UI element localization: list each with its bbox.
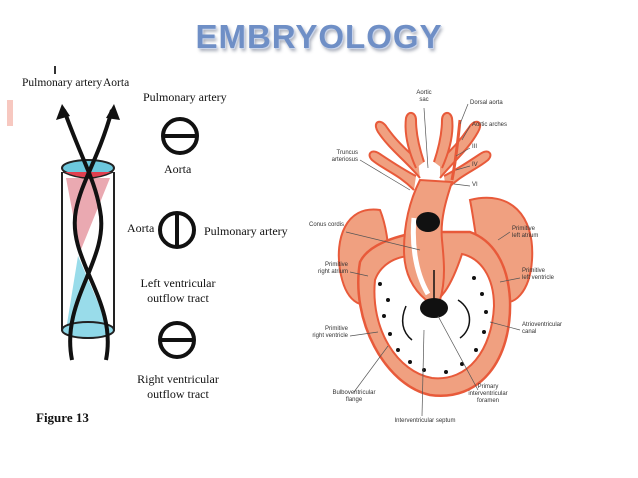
slide-title: EMBRYOLOGY bbox=[195, 18, 443, 55]
cross-section-2 bbox=[158, 211, 196, 249]
accent-mark bbox=[54, 66, 56, 74]
label-right-ventricular: Right ventricular bbox=[137, 372, 219, 386]
figure-caption: Figure 13 bbox=[36, 410, 89, 425]
label-pra-l1: Primitive bbox=[324, 262, 348, 268]
label-arch-iv: IV bbox=[472, 162, 478, 168]
label-truncus-l1: Truncus bbox=[336, 150, 358, 156]
label-pulmonary-artery-top: Pulmonary artery bbox=[22, 77, 103, 89]
label-primitive-left-atrium: Primitive left atrium bbox=[512, 226, 538, 240]
label-primary-interventricular-foramen: Primary interventricular foramen bbox=[456, 384, 520, 405]
label-pif-l2: interventricular bbox=[468, 391, 508, 397]
label-truncus-l2: arteriosus bbox=[331, 157, 358, 163]
label-aortic-arches: Aortic arches bbox=[472, 122, 508, 128]
label-outflow-tract-1: outflow tract bbox=[147, 291, 209, 305]
label-prv-l2: right ventricle bbox=[312, 333, 348, 339]
label-bvf-l2: flange bbox=[345, 397, 363, 403]
label-pif-l1: Primary bbox=[477, 384, 499, 390]
label-primitive-right-atrium: Primitive right atrium bbox=[296, 262, 348, 276]
label-arch-iii: III bbox=[472, 144, 478, 150]
label-plv-l1: Primitive bbox=[522, 268, 546, 274]
label-dorsal-aorta: Dorsal aorta bbox=[470, 100, 503, 106]
label-interventricular-septum: Interventricular septum bbox=[394, 418, 456, 424]
label-truncus-arteriosus: Truncus arteriosus bbox=[310, 150, 358, 164]
label-xs3-below: Right ventricular outflow tract bbox=[130, 372, 226, 402]
label-aortic-sac: Aortic sac bbox=[410, 90, 438, 104]
label-plv-l2: left ventricle bbox=[522, 275, 555, 281]
label-pra-l2: right atrium bbox=[317, 269, 348, 275]
label-bvf-l1: Bulboventricular bbox=[332, 390, 376, 396]
label-avc-l2: canal bbox=[522, 329, 537, 335]
label-xs2-left: Aorta bbox=[127, 221, 155, 235]
spiral-tube bbox=[56, 104, 120, 361]
label-avc-l1: Atrioventricular bbox=[522, 322, 563, 328]
label-prv-l1: Primitive bbox=[324, 326, 348, 332]
label-aortic-sac-l1: Aortic bbox=[416, 90, 432, 96]
embryonic-heart bbox=[337, 103, 534, 417]
cross-section-3 bbox=[158, 321, 196, 359]
label-pla-l1: Primitive bbox=[512, 226, 536, 232]
label-pla-l2: left atrium bbox=[512, 233, 539, 239]
label-primitive-left-ventricle: Primitive left ventricle bbox=[522, 268, 554, 282]
label-xs2-below: Left ventricular outflow tract bbox=[134, 276, 222, 306]
label-left-ventricular: Left ventricular bbox=[140, 276, 216, 290]
label-aorta-top: Aorta bbox=[103, 77, 130, 89]
label-atrioventricular-canal: Atrioventricular canal bbox=[522, 322, 562, 336]
label-xs1-above: Pulmonary artery bbox=[143, 90, 227, 104]
label-xs2-right: Pulmonary artery bbox=[204, 224, 288, 238]
accent-bar bbox=[7, 100, 13, 126]
label-arch-vi: VI bbox=[472, 182, 478, 188]
label-outflow-tract-2: outflow tract bbox=[147, 387, 209, 401]
label-aortic-sac-l2: sac bbox=[419, 97, 429, 103]
label-pif-l3: foramen bbox=[476, 398, 499, 404]
label-bulboventricular-flange: Bulboventricular flange bbox=[322, 390, 386, 404]
label-conus-cordis: Conus cordis bbox=[308, 222, 344, 228]
cross-section-1 bbox=[161, 117, 199, 155]
label-xs1-below: Aorta bbox=[164, 162, 192, 176]
label-primitive-right-ventricle: Primitive right ventricle bbox=[290, 326, 348, 340]
